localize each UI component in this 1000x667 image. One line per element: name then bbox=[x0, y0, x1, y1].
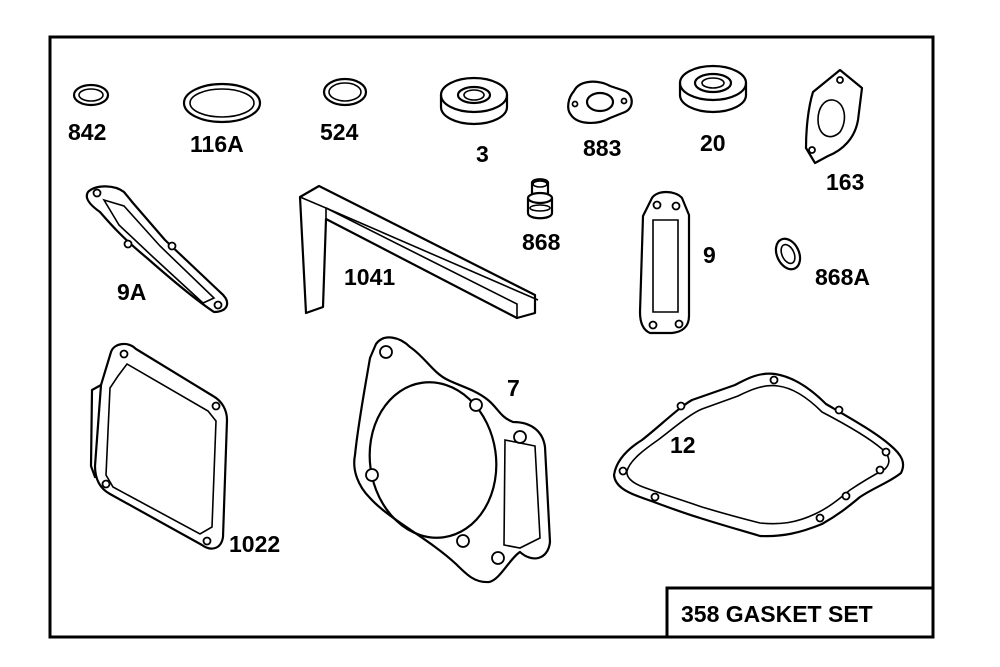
label-12: 12 bbox=[670, 432, 696, 458]
part-868a-washer bbox=[774, 237, 802, 271]
label-524: 524 bbox=[320, 119, 359, 145]
label-868a: 868A bbox=[815, 264, 870, 290]
part-868-seal bbox=[526, 178, 554, 220]
part-524-oring bbox=[322, 77, 368, 107]
label-1022: 1022 bbox=[229, 531, 280, 557]
part-883-gasket bbox=[567, 80, 633, 124]
label-7: 7 bbox=[507, 375, 520, 401]
label-9a: 9A bbox=[117, 279, 146, 305]
label-163: 163 bbox=[826, 169, 864, 195]
part-9a-gasket bbox=[85, 185, 229, 314]
part-9-gasket bbox=[638, 190, 691, 335]
label-883: 883 bbox=[583, 135, 621, 161]
title-box-text: 358 GASKET SET bbox=[681, 601, 873, 627]
part-12-crankcase-gasket bbox=[612, 372, 905, 538]
part-20-oil-seal bbox=[678, 64, 748, 114]
part-842-oring bbox=[72, 83, 110, 107]
label-1041: 1041 bbox=[344, 264, 395, 290]
part-7-head-gasket bbox=[353, 336, 552, 584]
part-116a-oring bbox=[182, 82, 262, 124]
label-20: 20 bbox=[700, 130, 726, 156]
label-842: 842 bbox=[68, 119, 106, 145]
part-163-gasket bbox=[804, 68, 864, 165]
part-1041-strip bbox=[298, 184, 539, 320]
label-116a: 116A bbox=[190, 131, 244, 157]
diagram-frame bbox=[48, 35, 935, 639]
part-3-oil-seal bbox=[439, 76, 509, 126]
part-1022-gasket bbox=[89, 342, 229, 550]
label-9: 9 bbox=[703, 242, 716, 268]
label-868: 868 bbox=[522, 229, 561, 255]
label-3: 3 bbox=[476, 141, 489, 167]
title-box: 358 GASKET SET bbox=[665, 586, 935, 639]
